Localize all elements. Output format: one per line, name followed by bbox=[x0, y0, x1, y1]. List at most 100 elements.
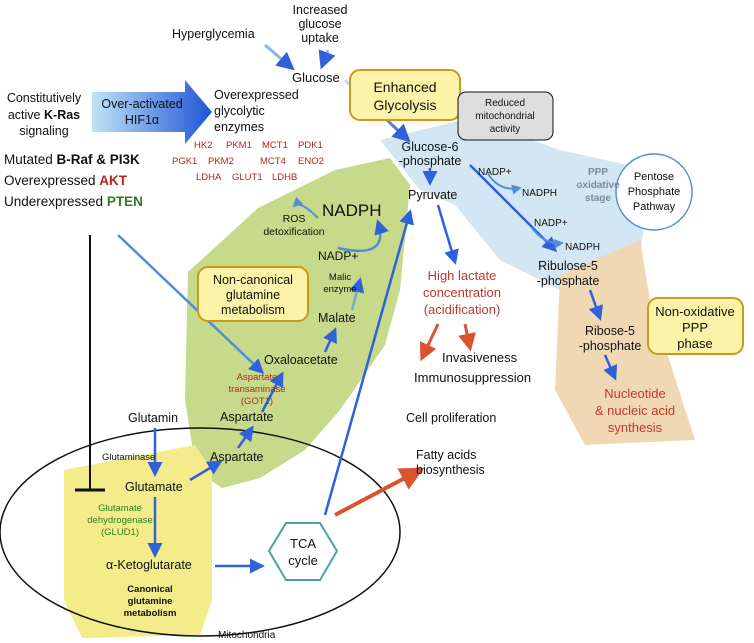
malic-line2: enzyme bbox=[323, 284, 356, 295]
reduced-mito-box bbox=[457, 91, 554, 141]
reduced-mito-line1: Reduced bbox=[485, 98, 525, 109]
glud1-line2: dehydrogenase bbox=[87, 515, 153, 526]
g6p-line2: -phosphate bbox=[399, 154, 462, 168]
ppp-nadph1: NADPH bbox=[522, 188, 557, 199]
malate-label: Malate bbox=[318, 311, 356, 325]
mitochondria-label: Mitochondria bbox=[218, 630, 276, 641]
enzyme-ldha: LDHA bbox=[196, 172, 222, 183]
fatty-acids-line1: Fatty acids bbox=[416, 448, 476, 462]
arrow-hyperglycemia-glucose bbox=[264, 43, 295, 71]
kras-active: active bbox=[8, 108, 41, 122]
mutated-genes-label: Mutated B-Raf & PI3K bbox=[4, 152, 140, 167]
non-oxidative-line1: Non-oxidative bbox=[655, 304, 735, 319]
overexpressed-line2: glycolytic bbox=[214, 104, 265, 118]
arrow-ribulose-ribose bbox=[588, 289, 604, 321]
enhanced-glycolysis-line2: Glycolysis bbox=[373, 97, 436, 113]
mutated-prefix: Mutated bbox=[4, 152, 57, 167]
tca-line1: TCA bbox=[290, 536, 316, 551]
ppp-pathway-line3: Pathway bbox=[633, 201, 676, 213]
hif-label2: HIF1α bbox=[125, 113, 159, 127]
increased-uptake-line3: uptake bbox=[301, 31, 339, 45]
arrow-pyruvate-lactate bbox=[436, 204, 459, 265]
g6p-line1: Glucose-6 bbox=[402, 140, 459, 154]
ppp-oxidative-line1: PPP bbox=[588, 167, 608, 178]
tca-hexagon bbox=[267, 522, 339, 581]
kras-line2: active K-Ras bbox=[8, 108, 80, 122]
invasiveness-label: Invasiveness bbox=[442, 350, 518, 365]
reduced-mito-line3: activity bbox=[490, 124, 521, 135]
enzyme-eno2: ENO2 bbox=[298, 156, 324, 167]
enzyme-pkm2: PKM2 bbox=[208, 156, 234, 167]
ribulose-line2: -phosphate bbox=[537, 274, 600, 288]
got1-line1: Aspartate bbox=[237, 372, 278, 383]
lactate-line2: concentration bbox=[423, 285, 501, 300]
canonical-region bbox=[64, 445, 212, 638]
pyruvate-label: Pyruvate bbox=[408, 188, 457, 202]
non-oxidative-box bbox=[647, 297, 744, 355]
ros-line2: detoxification bbox=[263, 226, 324, 238]
noncanonical-region bbox=[185, 158, 410, 488]
overexpressed-line1: Overexpressed bbox=[214, 88, 299, 102]
ppp-nadp-curl-1 bbox=[487, 173, 522, 195]
lactate-line1: High lactate bbox=[428, 268, 497, 283]
oxaloacetate-label: Oxaloacetate bbox=[264, 353, 338, 367]
canonical-line1: Canonical bbox=[127, 584, 172, 595]
arrow-mito-asp bbox=[236, 425, 254, 449]
ppp-nadph2: NADPH bbox=[565, 242, 600, 253]
pten-prefix: Underexpressed bbox=[4, 194, 107, 209]
non-oxidative-line2: PPP bbox=[682, 320, 708, 335]
arrow-genes-got1 bbox=[117, 234, 265, 375]
arrow-pyruvate-tca bbox=[323, 209, 414, 516]
akt-prefix: Overexpressed bbox=[4, 173, 99, 188]
pten-gene: PTEN bbox=[107, 194, 143, 209]
enhanced-glycolysis-line1: Enhanced bbox=[373, 79, 436, 95]
enzyme-mct4: MCT4 bbox=[260, 156, 286, 167]
glud1-line1: Glutamate bbox=[98, 503, 142, 514]
non-oxidative-line3: phase bbox=[677, 336, 712, 351]
glud1-line3: (GLUD1) bbox=[101, 527, 139, 538]
noncanonical-line1: Non-canonical bbox=[213, 273, 293, 287]
hyperglycemia-label: Hyperglycemia bbox=[172, 27, 255, 41]
nadph-big: NADPH bbox=[322, 201, 382, 220]
arrow-lactate-immuno bbox=[419, 323, 440, 362]
kras-gene: K-Ras bbox=[44, 108, 80, 122]
ppp-circle bbox=[615, 153, 693, 231]
glutamin-label: Glutamin bbox=[128, 411, 178, 425]
immunosuppression-label: Immunosuppression bbox=[414, 370, 531, 385]
got1-line2: transaminase bbox=[228, 384, 285, 395]
mutated-genes: B-Raf & PI3K bbox=[57, 152, 141, 167]
tca-line2: cycle bbox=[288, 553, 318, 568]
akt-label: Overexpressed AKT bbox=[4, 173, 128, 188]
glutamate-label: Glutamate bbox=[125, 480, 183, 494]
enzyme-pkm1: PKM1 bbox=[226, 140, 252, 151]
mito-aspartate-label: Aspartate bbox=[210, 450, 264, 464]
ribose-line1: Ribose-5 bbox=[585, 324, 635, 338]
hif1a-arrow bbox=[92, 80, 212, 144]
hif-label1: Over-activated bbox=[101, 97, 182, 111]
nucleotide-line1: Nucleotide bbox=[604, 386, 665, 401]
ribulose-line1: Ribulose-5 bbox=[538, 259, 598, 273]
canonical-line3: metabolism bbox=[124, 608, 177, 619]
noncanonical-line2: glutamine bbox=[226, 288, 280, 302]
nucleotide-line3: synthesis bbox=[608, 420, 663, 435]
arrow-glutamate-asp bbox=[189, 460, 223, 482]
increased-uptake-line1: Increased bbox=[293, 3, 348, 17]
akt-gene: AKT bbox=[99, 173, 127, 188]
pten-label: Underexpressed PTEN bbox=[4, 194, 143, 209]
glucose-label: Glucose bbox=[292, 70, 340, 85]
lactate-line3: (acidification) bbox=[424, 302, 501, 317]
mitochondria-ellipse bbox=[0, 427, 401, 637]
ppp-oxidative-line2: oxidative bbox=[576, 180, 620, 191]
noncanonical-nadp: NADP+ bbox=[318, 249, 358, 263]
ppp-nadp1: NADP+ bbox=[478, 167, 512, 178]
canonical-line2: glutamine bbox=[128, 596, 173, 607]
malic-line1: Malic bbox=[329, 272, 351, 283]
arrow-lactate-invasive bbox=[458, 323, 476, 352]
ppp-nadp2: NADP+ bbox=[534, 218, 568, 229]
akg-label: α-Ketoglutarate bbox=[106, 558, 192, 572]
ppp-pathway-line2: Phosphate bbox=[628, 186, 681, 198]
enzyme-ldhb: LDHB bbox=[272, 172, 297, 183]
kras-line3: signaling bbox=[19, 124, 68, 138]
ppp-pathway-line1: Pentose bbox=[634, 171, 674, 183]
arrow-asp-oaa bbox=[260, 371, 284, 413]
